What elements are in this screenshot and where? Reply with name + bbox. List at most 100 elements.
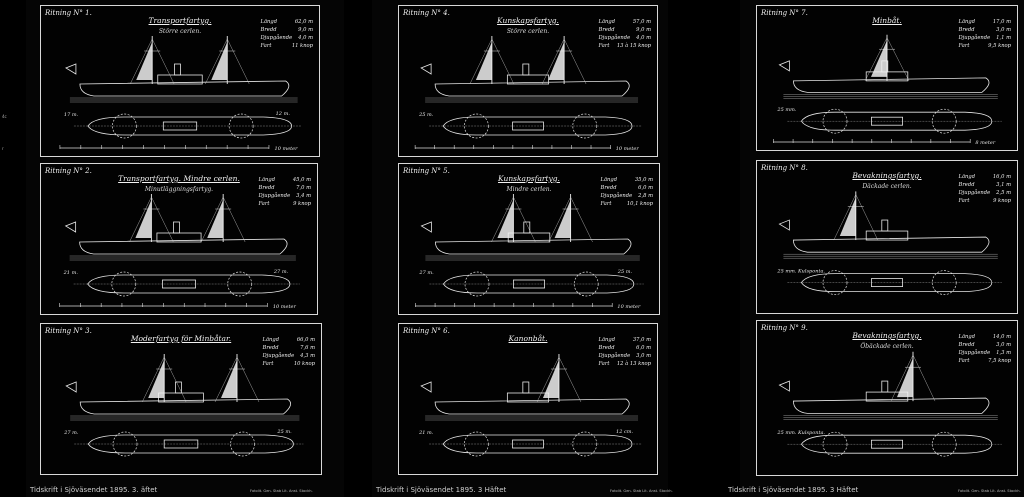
dimension-label-left: 25 mm.: [776, 107, 796, 113]
dimension-label-right: 25 m.: [276, 429, 292, 435]
scale-label: 8 meter: [975, 140, 995, 146]
spec-key: Bredd: [260, 27, 277, 33]
spec-key: Längd: [598, 337, 616, 343]
dimension-label-left: 21 m.: [63, 270, 79, 276]
plate-title: Kunskapsfartyg.: [497, 16, 559, 25]
plate-title: Bevakningsfartyg.: [852, 331, 922, 340]
spec-key: Längd: [958, 334, 976, 340]
ship-drawing: 27 m.25 m.10 meter: [415, 194, 644, 310]
ship-drawing: 17 m.12 m.10 meter: [59, 36, 302, 152]
spec-row: Bredd 3,0 m: [959, 341, 1011, 349]
spec-value: 11 knop: [291, 43, 313, 49]
dimension-label-left: 25 mm. Kulsponta.: [776, 269, 825, 275]
spec-value: 10 knop: [293, 361, 315, 367]
dimension-label-right: 12 m.: [276, 111, 291, 117]
ship-drawing: 27 m. 25 m.: [63, 354, 304, 457]
spec-key: Längd: [258, 177, 276, 183]
spec-value: 62,0 m: [294, 19, 313, 25]
spec-value: 7,6 m: [300, 345, 315, 351]
drawing-plate: 27 m.25 m.Ritning N° 3.Moderfartyg för M…: [40, 323, 322, 475]
drawing-plate: 25 mm. Kulsponta.Ritning N° 9.Bevaknings…: [756, 320, 1018, 476]
edge-mark-bottom: r: [2, 146, 4, 151]
dimension-label-right: 25 m.: [617, 269, 633, 275]
scale-bar: [59, 145, 270, 149]
spec-row: Fart 9,5 knop: [959, 42, 1011, 50]
dimension-label-left: 25 mm. Kulsponta.: [776, 430, 825, 436]
spec-key: Längd: [600, 177, 618, 183]
spec-value: 9 knop: [993, 198, 1011, 204]
spec-key: Djupgående: [260, 35, 293, 41]
edge-mark-top: 4c: [2, 114, 7, 119]
spec-row: Djupgående 3,4 m: [259, 192, 311, 200]
spec-row: Längd 37,0 m: [599, 336, 651, 344]
plate-subtitle: Minutläggningsfartyg.: [144, 186, 214, 193]
spec-key: Fart: [598, 43, 610, 49]
spec-value: 1,1 m: [996, 35, 1011, 41]
ship-drawing: 25 mm. Kulsponta.: [776, 191, 1002, 295]
spec-value: 3,4 m: [296, 193, 311, 199]
spec-value: 13 à 15 knop: [616, 43, 651, 49]
spec-row: Längd 35,0 m: [601, 176, 653, 184]
spec-value: 66,0 m: [296, 337, 315, 343]
spec-value: 9 knop: [293, 201, 311, 207]
spec-row: Längd 45,0 m: [259, 176, 311, 184]
spec-key: Djupgående: [958, 190, 991, 196]
ship-drawing: 25 mm. Kulsponta.: [776, 351, 1002, 457]
plate-subtitle: Större cerlen.: [506, 28, 550, 35]
spec-value: 3,0 m: [996, 27, 1011, 33]
plate-number: Ritning N° 7.: [761, 9, 808, 17]
caption-left: Tidskrift i Sjöväsendet 1895. 3. äftet: [30, 486, 158, 494]
caption-middle: Tidskrift i Sjöväsendet 1895. 3 Häftet: [376, 486, 507, 494]
plate-number: Ritning N° 3.: [45, 327, 92, 335]
scale-bar: [414, 145, 611, 149]
spec-value: 9,5 knop: [988, 43, 1011, 49]
spec-value: 4,0 m: [298, 35, 313, 41]
spec-key: Fart: [958, 43, 970, 49]
plate-number: Ritning N° 2.: [45, 167, 92, 175]
spec-key: Fart: [958, 198, 970, 204]
caption-right: Tidskrift i Sjöväsendet 1895. 3 Häftet: [728, 486, 859, 494]
spec-value: 6,0 m: [638, 185, 653, 191]
spec-key: Längd: [958, 174, 976, 180]
spec-key: Fart: [598, 361, 610, 367]
publisher-middle: Fotolit. Gen. Stab Lit. Anst. Stockh.: [610, 489, 673, 493]
ship-drawing: 25 mm. 8 meter: [773, 34, 1002, 146]
dimension-label-left: 27 m.: [63, 430, 79, 436]
spec-value: 45,0 m: [292, 177, 311, 183]
spec-key: Fart: [600, 201, 612, 207]
spec-value: 35,0 m: [634, 177, 653, 183]
scale-bar: [59, 303, 268, 307]
spec-key: Bredd: [958, 342, 975, 348]
dimension-label-right: 27 m.: [273, 269, 289, 275]
spec-value: 37,0 m: [632, 337, 651, 343]
spec-key: Djupgående: [258, 193, 291, 199]
spec-value: 4,3 m: [300, 353, 315, 359]
spec-value: 3,0 m: [996, 342, 1011, 348]
dimension-label-left: 27 m.: [418, 270, 434, 276]
spec-value: 3,0 m: [636, 353, 651, 359]
spec-value: 6,0 m: [636, 345, 651, 351]
plate-number: Ritning N° 6.: [403, 327, 450, 335]
scale-bar: [773, 139, 971, 143]
